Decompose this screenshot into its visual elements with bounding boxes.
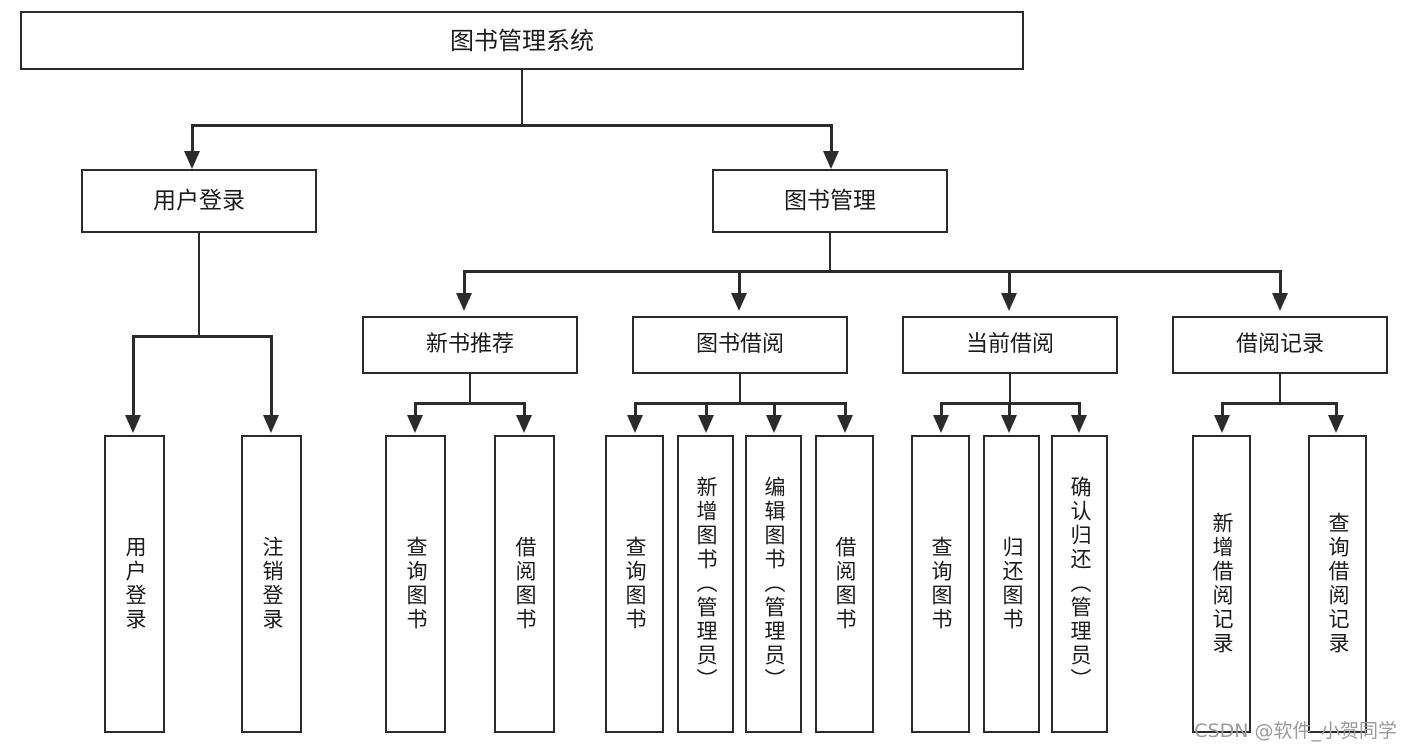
arrow-to-borrow-records: [1272, 293, 1288, 311]
node-user-login[interactable]: 用户登录: [81, 169, 317, 233]
node-current-borrow[interactable]: 当前借阅: [902, 316, 1118, 374]
node-label: 确认归还（管理员）: [1068, 476, 1092, 692]
connector-nbr-drop-2: [523, 402, 526, 417]
leaf-bb-add-book-admin[interactable]: 新增图书（管理员）: [677, 435, 734, 733]
arrow-to-leaf-cb-query-book: [933, 415, 949, 433]
leaf-cb-confirm-return-admin[interactable]: 确认归还（管理员）: [1051, 435, 1108, 733]
arrow-to-book-borrow: [731, 293, 747, 311]
connector-bb-drop-3: [773, 402, 776, 417]
connector-bb-bus: [635, 402, 846, 405]
node-label: 查询借阅记录: [1326, 512, 1350, 656]
node-label: 图书管理: [784, 187, 876, 214]
arrow-to-leaf-logout: [263, 415, 279, 433]
connector-nbr-stem: [468, 374, 471, 402]
node-label: 编辑图书（管理员）: [762, 476, 786, 692]
leaf-br-query-record[interactable]: 查询借阅记录: [1308, 435, 1367, 733]
arrow-to-leaf-nbr-query-book: [407, 415, 423, 433]
connector-bm-drop-2: [738, 270, 741, 295]
connector-user-login-stem: [197, 233, 200, 335]
connector-book-management-bus: [464, 270, 1281, 273]
connector-bm-drop-4: [1279, 270, 1282, 295]
connector-cb-bus: [941, 402, 1080, 405]
connector-book-management-stem: [828, 233, 831, 270]
connector-user-login-drop-1: [132, 335, 135, 417]
connector-br-stem: [1278, 374, 1281, 402]
leaf-user-login[interactable]: 用户登录: [104, 435, 165, 733]
node-label: 借阅记录: [1235, 332, 1324, 358]
node-label: 归还图书: [1000, 536, 1024, 632]
node-label: 用户登录: [153, 187, 245, 214]
leaf-bb-borrow-book[interactable]: 借阅图书: [815, 435, 874, 733]
arrow-to-leaf-nbr-borrow-book: [516, 415, 532, 433]
leaf-cb-return-book[interactable]: 归还图书: [983, 435, 1040, 733]
arrow-to-leaf-bb-add-book: [698, 415, 714, 433]
node-label: 查询图书: [929, 536, 953, 632]
arrow-to-leaf-bb-query-book: [627, 415, 643, 433]
node-label: 借阅图书: [833, 536, 857, 632]
connector-user-login-drop-2: [270, 335, 273, 417]
connector-cb-drop-3: [1078, 402, 1081, 417]
connector-br-bus: [1222, 402, 1337, 405]
node-label: 新书推荐: [425, 332, 514, 358]
node-label: 查询图书: [623, 536, 647, 632]
arrow-to-book-management: [823, 151, 839, 169]
node-label: 新增图书（管理员）: [694, 476, 718, 692]
leaf-cb-query-book[interactable]: 查询图书: [911, 435, 970, 733]
connector-bb-stem: [738, 374, 741, 402]
leaf-nbr-query-book[interactable]: 查询图书: [385, 435, 446, 733]
connector-user-login-bus: [133, 335, 272, 338]
connector-br-drop-2: [1335, 402, 1338, 417]
connector-bb-drop-1: [634, 402, 637, 417]
leaf-logout[interactable]: 注销登录: [241, 435, 302, 733]
arrow-to-leaf-bb-borrow-book: [837, 415, 853, 433]
node-root-book-management-system[interactable]: 图书管理系统: [20, 11, 1024, 70]
connector-nbr-drop-1: [414, 402, 417, 417]
leaf-bb-edit-book-admin[interactable]: 编辑图书（管理员）: [745, 435, 802, 733]
node-book-management[interactable]: 图书管理: [712, 169, 948, 233]
connector-br-drop-1: [1221, 402, 1224, 417]
arrow-to-leaf-br-query-record: [1328, 415, 1344, 433]
leaf-nbr-borrow-book[interactable]: 借阅图书: [494, 435, 555, 733]
node-label: 用户登录: [123, 536, 147, 632]
node-label: 新增借阅记录: [1210, 512, 1234, 656]
arrow-to-leaf-bb-edit-book: [766, 415, 782, 433]
leaf-br-add-record[interactable]: 新增借阅记录: [1192, 435, 1251, 733]
arrow-to-leaf-br-add-record: [1214, 415, 1230, 433]
node-label: 查询图书: [404, 536, 428, 632]
csdn-watermark: CSDN @软件_小贺同学: [1194, 720, 1397, 742]
connector-cb-drop-1: [940, 402, 943, 417]
connector-cb-drop-2: [1008, 402, 1011, 417]
arrow-to-leaf-cb-return-book: [1001, 415, 1017, 433]
connector-bb-drop-2: [705, 402, 708, 417]
connector-root-stem: [520, 70, 523, 124]
node-borrow-records[interactable]: 借阅记录: [1172, 316, 1388, 374]
node-label: 图书借阅: [695, 332, 784, 358]
node-label: 借阅图书: [513, 536, 537, 632]
node-label: 当前借阅: [965, 332, 1054, 358]
connector-bm-drop-3: [1008, 270, 1011, 295]
connector-bm-drop-1: [463, 270, 466, 295]
node-new-book-recommend[interactable]: 新书推荐: [362, 316, 578, 374]
node-book-borrow[interactable]: 图书借阅: [632, 316, 848, 374]
connector-cb-stem: [1008, 374, 1011, 402]
node-label: 注销登录: [260, 536, 284, 632]
leaf-bb-query-book[interactable]: 查询图书: [605, 435, 664, 733]
connector-root-drop-2: [830, 124, 833, 151]
node-label: 图书管理系统: [450, 26, 594, 55]
arrow-to-leaf-user-login: [125, 415, 141, 433]
arrow-to-user-login: [184, 151, 200, 169]
arrow-to-leaf-cb-confirm-return: [1071, 415, 1087, 433]
arrow-to-current-borrow: [1001, 293, 1017, 311]
connector-root-drop-1: [191, 124, 194, 151]
connector-root-bus: [192, 124, 832, 127]
connector-nbr-bus: [415, 402, 525, 405]
arrow-to-new-book-recommend: [456, 293, 472, 311]
connector-bb-drop-4: [844, 402, 847, 417]
